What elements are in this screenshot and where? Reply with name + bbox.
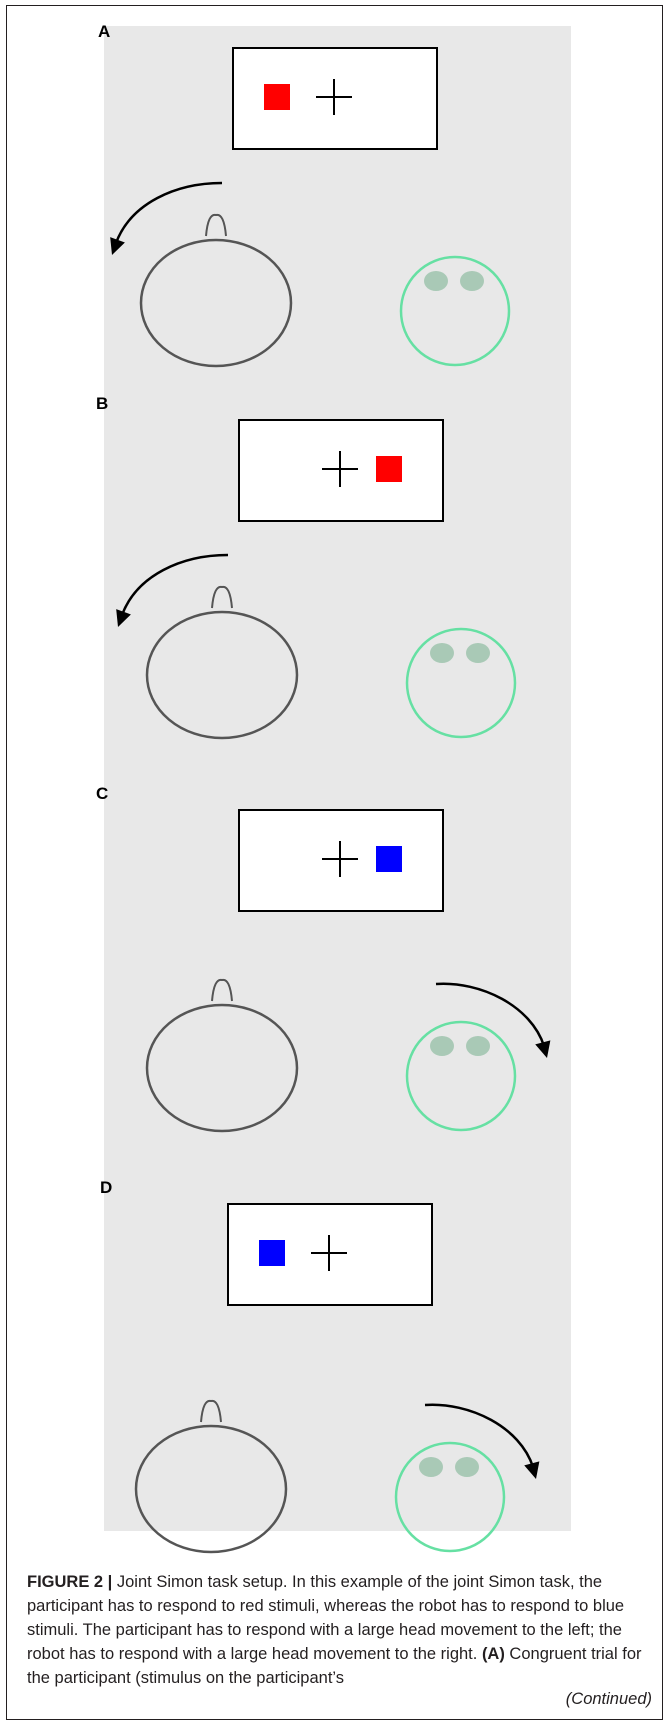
robot-eye-right — [455, 1457, 479, 1477]
participant-head — [145, 610, 299, 740]
turn-arrow-line — [435, 982, 546, 1047]
turn-arrow-line — [424, 1403, 535, 1468]
participant-nose — [205, 213, 227, 237]
panel-letter-a: A — [98, 22, 111, 41]
participant-head — [145, 1003, 299, 1133]
turn-arrow-head — [535, 1040, 551, 1058]
scene-drawing — [134, 1399, 540, 1554]
fixation-cross — [311, 1235, 347, 1271]
turn-arrow-head — [116, 609, 131, 627]
robot-head — [405, 627, 517, 739]
stimulus-square — [259, 1240, 285, 1266]
turn-arrow-head — [110, 237, 125, 255]
participant-nose — [211, 585, 233, 609]
participant-nose — [211, 978, 233, 1002]
stimulus-screen — [238, 809, 444, 912]
panel-letter-b: B — [96, 394, 109, 413]
robot-eye-right — [466, 1036, 490, 1056]
fixation-cross — [322, 841, 358, 877]
stimulus-screen — [227, 1203, 433, 1306]
stimulus-square — [376, 456, 402, 482]
page-frame — [6, 5, 663, 1720]
participant-head — [134, 1424, 288, 1554]
scene-drawing — [145, 978, 551, 1133]
robot-eye-right — [460, 271, 484, 291]
caption-label: FIGURE 2 | — [27, 1573, 113, 1591]
turn-arrow-head — [524, 1461, 540, 1479]
robot-eye-right — [466, 643, 490, 663]
fixation-cross — [316, 79, 352, 115]
robot-eye-left — [430, 643, 454, 663]
robot-eye-left — [419, 1457, 443, 1477]
caption-continued: (Continued) — [565, 1690, 652, 1708]
caption-panel-ref: (A) — [481, 1645, 505, 1663]
scene-drawing — [116, 553, 517, 740]
participant-head — [139, 238, 293, 368]
robot-head — [394, 1441, 506, 1553]
participant-nose — [200, 1399, 222, 1423]
robot-eye-left — [430, 1036, 454, 1056]
scene-drawing — [110, 181, 511, 368]
stimulus-screen — [232, 47, 438, 150]
stimulus-square — [376, 846, 402, 872]
panel-letter-d: D — [100, 1178, 113, 1197]
turn-arrow-line — [114, 181, 223, 244]
caption-paragraph: FIGURE 2 | Joint Simon task setup. In th… — [27, 1570, 647, 1690]
stimulus-screen — [238, 419, 444, 522]
stimulus-square — [264, 84, 290, 110]
panel-letter-c: C — [96, 784, 109, 803]
turn-arrow-line — [120, 553, 229, 616]
caption-text-after: Congruent trial for the participant (sti… — [27, 1645, 642, 1687]
robot-eye-left — [424, 271, 448, 291]
robot-head — [405, 1020, 517, 1132]
figure-panel-area: A B C D — [96, 22, 571, 1554]
figure-caption: FIGURE 2 | Joint Simon task setup. In th… — [27, 1570, 647, 1690]
fixation-cross — [322, 451, 358, 487]
caption-text: Joint Simon task setup. In this example … — [27, 1573, 625, 1663]
robot-head — [399, 255, 511, 367]
